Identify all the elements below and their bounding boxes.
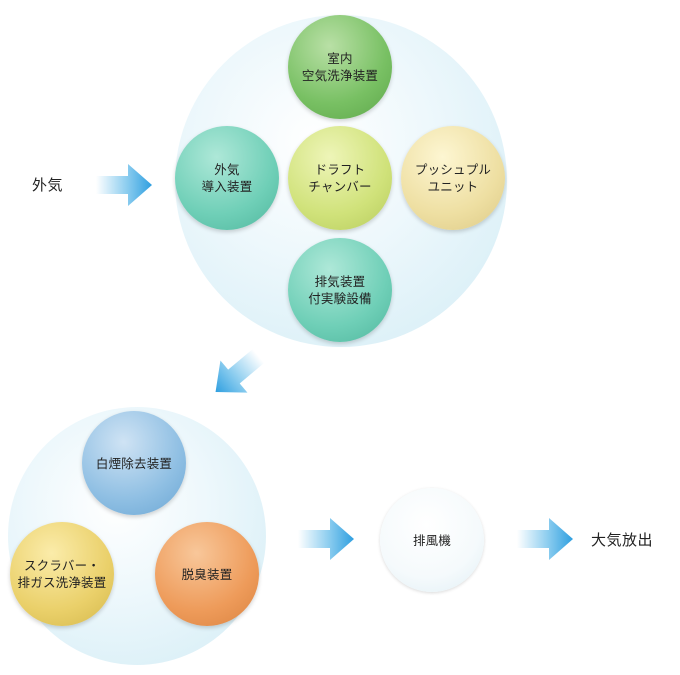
draft-chamber-label: ドラフト チャンバー [308, 162, 372, 194]
push-pull-unit-node: プッシュプル ユニット [401, 126, 505, 230]
deodorizer-label: 脱臭装置 [181, 566, 233, 582]
room-air-scrubber-label: 室内 空気洗浄装置 [301, 51, 379, 83]
outlet-label: 大気放出 [591, 531, 654, 549]
white-smoke-removal-label: 白煙除去装置 [95, 455, 173, 471]
exhaust-equipment-label: 排気装置 付実験設備 [308, 274, 372, 306]
scrubber-label: スクラバー・ 排ガス洗浄装置 [17, 558, 107, 590]
arrow-down-left-icon [215, 349, 265, 393]
scrubber-node: スクラバー・ 排ガス洗浄装置 [10, 522, 114, 626]
exhaust-fan-label: 排風機 [412, 532, 452, 548]
air-intake-label: 外気 導入装置 [201, 162, 253, 194]
air-intake-node: 外気 導入装置 [175, 126, 279, 230]
exhaust-fan-node: 排風機 [380, 488, 484, 592]
arrow-right-icon [96, 164, 152, 206]
white-smoke-removal-node: 白煙除去装置 [82, 411, 186, 515]
room-air-scrubber-node: 室内 空気洗浄装置 [288, 15, 392, 119]
exhaust-equipment-node: 排気装置 付実験設備 [288, 238, 392, 342]
arrow-right-icon [517, 518, 573, 560]
push-pull-unit-label: プッシュプル ユニット [414, 162, 492, 194]
arrow-right-icon [298, 518, 354, 560]
draft-chamber-node: ドラフト チャンバー [288, 126, 392, 230]
deodorizer-node: 脱臭装置 [155, 522, 259, 626]
inlet-label: 外気 [32, 176, 64, 194]
